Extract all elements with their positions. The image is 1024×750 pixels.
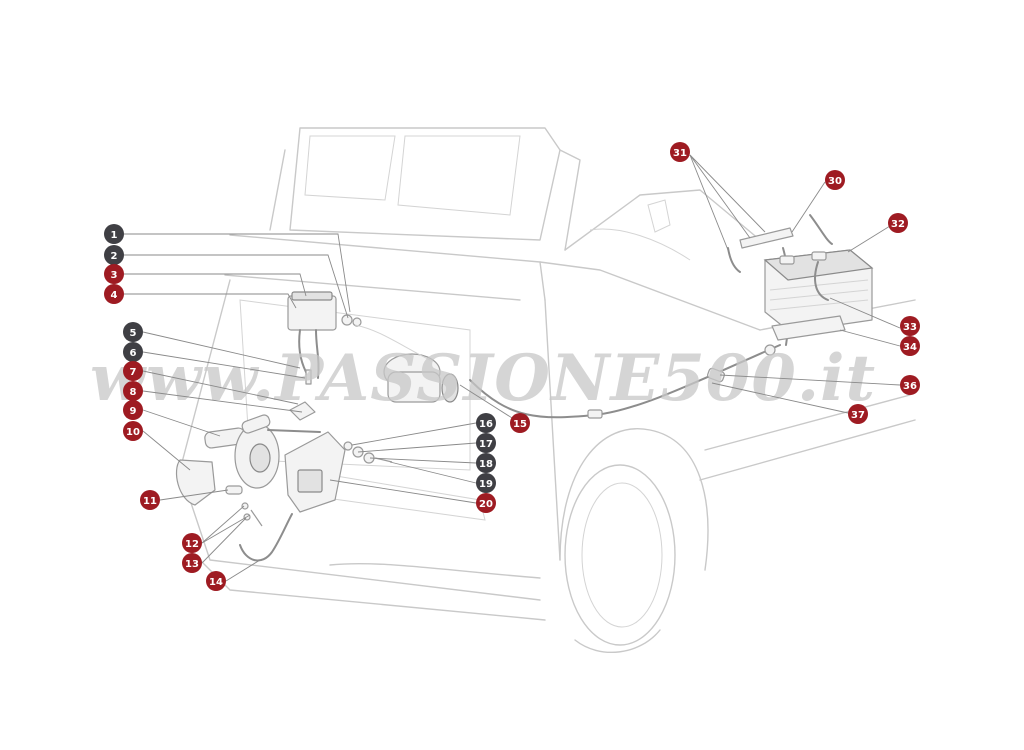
callout-number: 36 [903,381,917,392]
voltage-regulator [287,291,337,379]
callout-number: 33 [903,322,917,333]
callout-circle [123,381,143,401]
callout-number: 6 [130,348,137,359]
callout-circle [182,553,202,573]
callout-7: 7 [123,361,143,381]
callout-2: 2 [104,245,124,265]
callout-36: 36 [900,375,920,395]
bolts-washers [225,441,393,562]
callout-number: 11 [143,496,157,507]
callout-circle [206,571,226,591]
callout-19: 19 [476,473,496,493]
callout-circle [104,264,124,284]
callout-circle [476,453,496,473]
callout-circle [182,533,202,553]
callout-number: 13 [185,559,199,570]
callout-circle [123,342,143,362]
callout-circle [900,316,920,336]
callout-circle [476,433,496,453]
callout-number: 3 [111,270,118,281]
callout-15: 15 [510,413,530,433]
callout-circle [888,213,908,233]
callout-33: 33 [900,316,920,336]
callout-10: 10 [123,421,143,441]
callout-6: 6 [123,342,143,362]
callout-4: 4 [104,284,124,304]
callout-circle [900,375,920,395]
callout-circle [900,336,920,356]
callout-number: 31 [673,148,687,159]
callout-1: 1 [104,224,124,244]
callout-circle [123,361,143,381]
callout-number: 16 [479,419,493,430]
callout-31: 31 [670,142,690,162]
callout-17: 17 [476,433,496,453]
callout-37: 37 [848,404,868,424]
callout-number: 2 [111,251,118,262]
starter-motor [354,324,459,403]
callout-3: 3 [104,264,124,284]
battery-clamps [647,199,833,273]
callout-circle [670,142,690,162]
car-body-outline [179,127,916,653]
callout-number: 30 [828,176,842,187]
callout-circle [123,421,143,441]
callout-number: 7 [130,367,137,378]
callout-number: 12 [185,539,199,550]
callout-circle [104,224,124,244]
callout-5: 5 [123,322,143,342]
callout-circle [123,400,143,420]
callout-number: 32 [891,219,905,230]
callout-12: 12 [182,533,202,553]
callout-circle [476,413,496,433]
callout-number: 10 [126,427,140,438]
callout-20: 20 [476,493,496,513]
callout-number: 37 [851,410,865,421]
callout-number: 18 [479,459,493,470]
small-nut-parts [289,314,362,421]
callout-number: 15 [513,419,527,430]
callout-13: 13 [182,553,202,573]
callout-number: 34 [903,342,917,353]
callout-number: 9 [130,406,137,417]
callout-number: 14 [209,577,223,588]
watermark-text: www.PASSIONE500.it [90,341,876,416]
callout-9: 9 [123,400,143,420]
callout-16: 16 [476,413,496,433]
callout-circle [848,404,868,424]
callout-circle [476,493,496,513]
dynamo-fan-assembly [175,414,346,513]
callout-circle [140,490,160,510]
callout-11: 11 [140,490,160,510]
callout-14: 14 [206,571,226,591]
callout-number: 19 [479,479,493,490]
callout-number: 5 [130,328,137,339]
battery [763,249,874,341]
callout-circle [104,245,124,265]
callout-circle [476,473,496,493]
callout-number: 1 [111,230,118,241]
callout-circle [104,284,124,304]
callout-30: 30 [825,170,845,190]
callout-32: 32 [888,213,908,233]
callout-circle [825,170,845,190]
callout-number: 20 [479,499,493,510]
callout-number: 17 [479,439,493,450]
leader-lines [124,154,901,582]
callout-8: 8 [123,381,143,401]
callout-circle [123,322,143,342]
callout-34: 34 [900,336,920,356]
callout-18: 18 [476,453,496,473]
callout-number: 4 [111,290,118,301]
callout-circle [510,413,530,433]
callout-number: 8 [130,387,137,398]
